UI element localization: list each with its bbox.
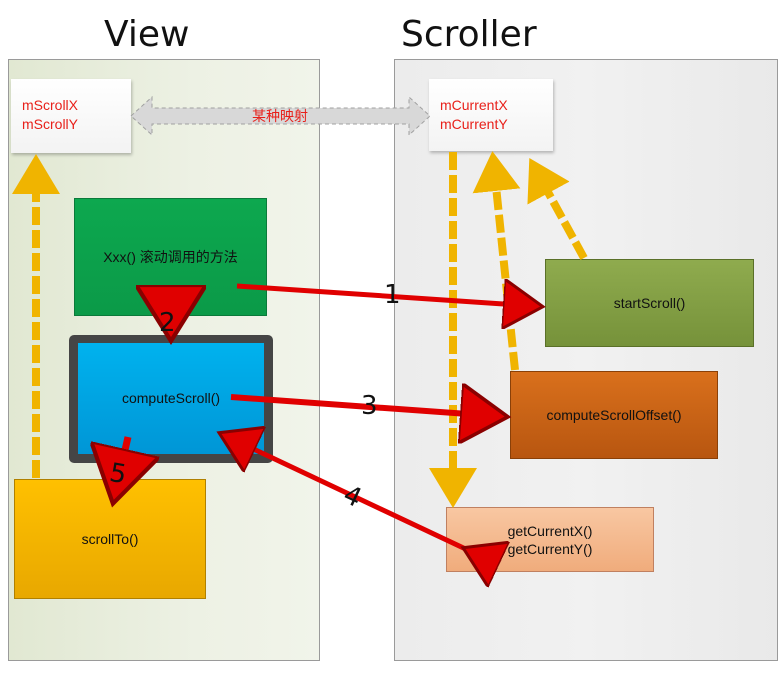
get-current-x-label: getCurrentX() <box>507 522 593 539</box>
mapping-label: 某种映射 <box>252 109 308 125</box>
mscrolly-label: mScrollY <box>22 116 79 132</box>
step-5-arrow <box>116 436 128 490</box>
start-scroll-label: startScroll() <box>613 295 686 311</box>
mscrollx-label: mScrollX <box>22 97 79 113</box>
computeoffset-to-mcurrent-arrow <box>472 151 521 371</box>
step-5-number: 5 <box>107 458 129 490</box>
scroller-current-vars-box: mCurrentX mCurrentY <box>429 79 553 151</box>
step-4-number: 4 <box>339 480 367 514</box>
view-scroll-vars-box: mScrollX mScrollY <box>11 79 131 153</box>
step-2-number: 2 <box>159 308 176 338</box>
mcurrentx-label: mCurrentX <box>440 97 508 113</box>
mapping-double-arrow <box>130 95 431 137</box>
mcurrenty-label: mCurrentY <box>440 116 508 132</box>
compute-scroll-label: computeScroll() <box>121 389 221 406</box>
scroll-to-label: scrollTo() <box>81 531 139 547</box>
step-4-arrow <box>228 437 472 552</box>
step-1-number: 1 <box>384 280 401 310</box>
step-3-arrow <box>230 397 496 416</box>
compute-scroll-offset-label: computeScrollOffset() <box>546 407 682 423</box>
scroller-title: Scroller <box>401 14 537 55</box>
xxx-method-label: Xxx() 滚动调用的方法 <box>103 249 238 265</box>
get-current-y-label: getCurrentY() <box>507 540 593 557</box>
compute-scroll-offset-box: computeScrollOffset() <box>510 371 718 459</box>
startscroll-to-mcurrent-arrow <box>527 157 588 260</box>
step-3-number: 3 <box>361 391 378 421</box>
step-1-arrow <box>236 286 533 306</box>
view-title: View <box>104 14 190 55</box>
start-scroll-box: startScroll() <box>545 259 754 347</box>
